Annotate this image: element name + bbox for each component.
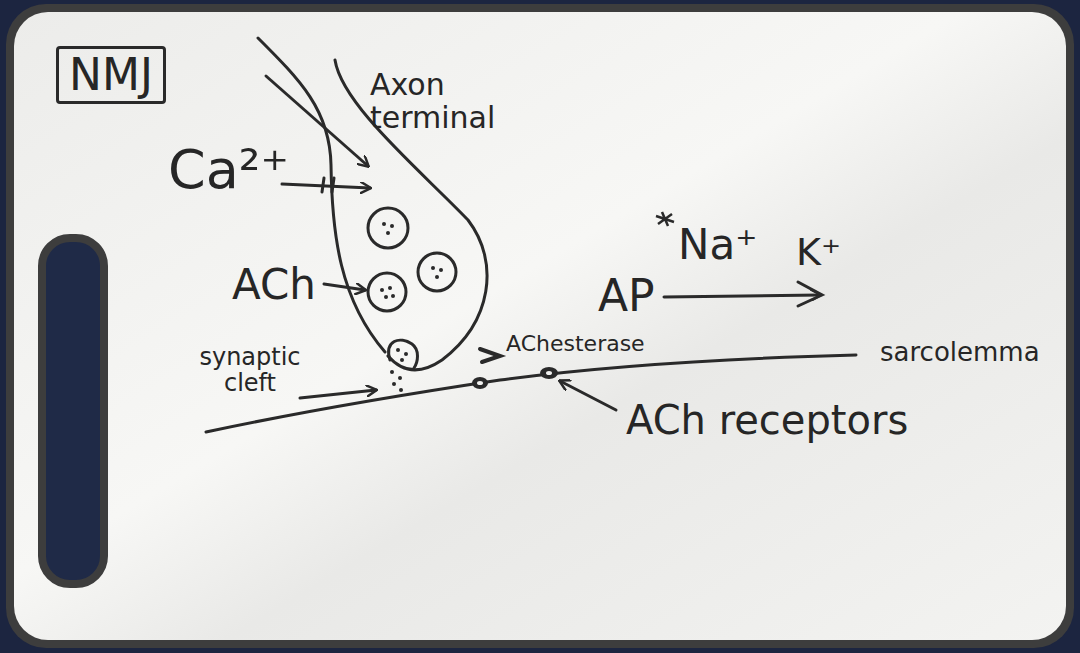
ion-label: Ca²⁺ [168,140,289,199]
structure-label: Axon terminal [370,68,550,134]
fusing-vesicle [389,340,418,368]
board-handle [42,238,104,584]
vesicle [368,273,406,311]
star-mark [656,212,674,226]
structure-label: synaptic cleft [190,344,310,397]
title-text: NMJ [69,51,153,99]
molecule-label: ACh [232,262,316,308]
ion-label: Na⁺ [678,222,757,268]
enzyme-label: AChesterase [506,332,645,356]
signal-label: AP [598,272,655,320]
structure-label: ACh receptors [626,398,908,442]
cleft-arrow [300,390,376,398]
ach-receptor [472,377,488,389]
structure-label: sarcolemma [880,338,1040,367]
ach-arrow [324,284,365,290]
board-surface [14,12,1066,640]
esterase-arrow [480,349,500,362]
calcium-arrow [282,184,370,188]
vesicle [418,253,456,291]
title-box: NMJ [56,46,166,104]
board-frame [6,4,1074,648]
ap-arrow [664,295,820,297]
ap-arrowhead [798,282,822,306]
vesicle [368,208,408,248]
ion-label: K⁺ [796,232,841,274]
ach-receptor [540,367,558,379]
calcium-channel [322,178,334,192]
receptor-arrow [560,381,616,410]
